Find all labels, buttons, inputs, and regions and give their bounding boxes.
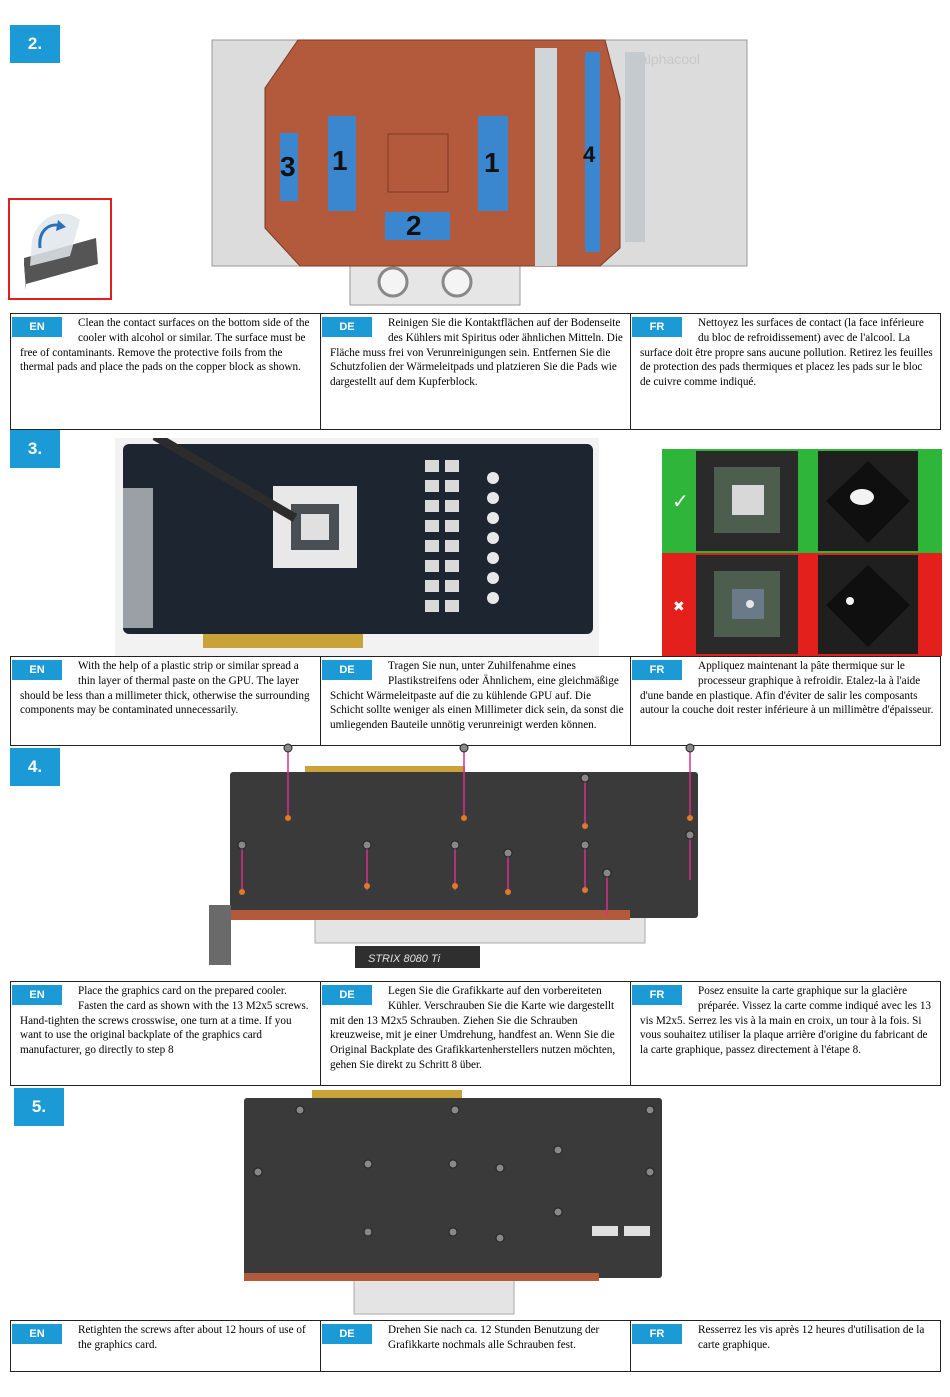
instruction-text: Resserrez les vis après 12 heures d'util… <box>698 1324 925 1351</box>
card-model-label: STRIX 8080 Ti <box>368 953 441 965</box>
lang-badge-en: EN <box>12 317 62 337</box>
pad-label: 3 <box>280 151 296 182</box>
pad-label: 1 <box>484 147 500 178</box>
instruction-text: Legen Sie die Grafikkarte auf den vorber… <box>330 985 616 1071</box>
lang-badge-fr: FR <box>632 1324 682 1344</box>
lang-badge-fr: FR <box>632 985 682 1005</box>
correct-mark-icon: ✓ <box>672 489 689 513</box>
lang-badge-de: DE <box>322 1324 372 1344</box>
lang-badge-en: EN <box>12 1324 62 1344</box>
instruction-text: With the help of a plastic strip or simi… <box>20 660 310 717</box>
instruction-text: Retighten the screws after about 12 hour… <box>78 1324 306 1351</box>
cooler-bottom-image: alphacool 3 1 1 2 4 <box>210 38 750 308</box>
pad-label: 4 <box>583 142 596 167</box>
lang-badge-de: DE <box>322 317 372 337</box>
instruction-text: Drehen Sie nach ca. 12 Stunden Benutzung… <box>388 1324 600 1351</box>
instruction-text: Appliquez maintenant la pâte thermique s… <box>640 660 934 717</box>
inset-foil-peel-image <box>8 198 112 300</box>
step-5-text-de: DE Drehen Sie nach ca. 12 Stunden Benutzu… <box>321 1321 631 1371</box>
step-3-badge: 3. <box>10 430 60 468</box>
lang-badge-de: DE <box>322 660 372 680</box>
lang-badge-fr: FR <box>632 660 682 680</box>
lang-badge-fr: FR <box>632 317 682 337</box>
instruction-text: Clean the contact surfaces on the bottom… <box>20 317 310 374</box>
step-2-badge: 2. <box>10 25 60 63</box>
lang-badge-en: EN <box>12 985 62 1005</box>
step-4-badge: 4. <box>10 748 60 786</box>
step-5-badge: 5. <box>14 1088 64 1126</box>
incorrect-mark-icon: ✖ <box>673 599 685 615</box>
card-screw-mounting-image: STRIX 8080 Ti <box>205 740 705 972</box>
instruction-text: Tragen Sie nun, unter Zuhilfenahme eines… <box>330 660 624 732</box>
step-5-instructions: EN Retighten the screws after about 12 ho… <box>10 1320 941 1372</box>
pad-label: 1 <box>332 145 348 176</box>
graphics-card-paste-image <box>115 438 599 656</box>
instruction-text: Posez ensuite la carte graphique sur la … <box>640 985 932 1057</box>
step-5-text-en: EN Retighten the screws after about 12 ho… <box>11 1321 321 1371</box>
instruction-text: Reinigen Sie die Kontaktflächen auf der … <box>330 317 623 389</box>
step-5-text-fr: FR Resserrez les vis après 12 heures d'ut… <box>631 1321 940 1371</box>
lang-badge-en: EN <box>12 660 62 680</box>
cooler-logo: alphacool <box>640 51 700 67</box>
instruction-text: Nettoyez les surfaces de contact (la fac… <box>640 317 933 389</box>
pad-label: 2 <box>406 210 422 241</box>
paste-comparison-image: ✓ ✖ <box>662 449 942 656</box>
instruction-text: Place the graphics card on the prepared … <box>20 985 309 1057</box>
lang-badge-de: DE <box>322 985 372 1005</box>
card-retighten-image <box>240 1088 665 1316</box>
